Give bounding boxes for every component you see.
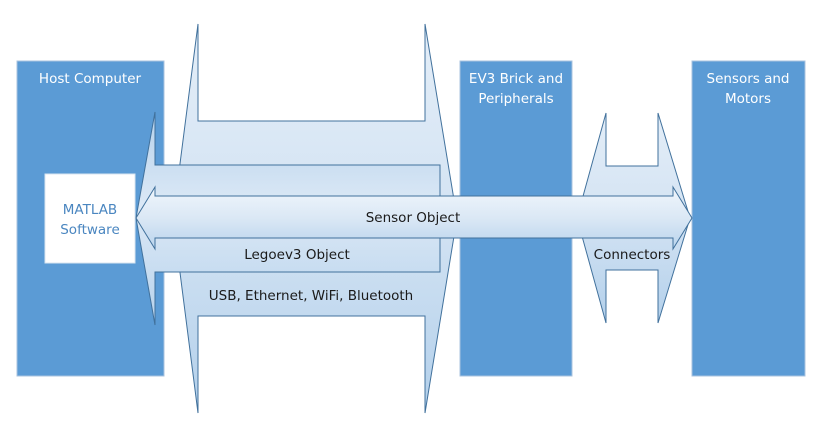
ev3-brick-label-line2: Peripherals: [478, 91, 553, 107]
ev3-brick-label-line1: EV3 Brick and: [469, 71, 563, 87]
legoev3-object-label: Legoev3 Object: [244, 247, 350, 263]
host-computer-label: Host Computer: [39, 71, 142, 87]
connectors-label: Connectors: [594, 247, 671, 263]
transport-label: USB, Ethernet, WiFi, Bluetooth: [209, 288, 413, 304]
matlab-label-line1: MATLAB: [63, 202, 117, 218]
sensor-object-arrow: [135, 185, 693, 251]
matlab-label-line2: Software: [60, 222, 120, 238]
matlab-software-box: [44, 173, 136, 264]
sensors-motors-label-line2: Motors: [725, 91, 771, 107]
sensors-motors-block: [691, 60, 806, 377]
sensors-motors-label-line1: Sensors and: [707, 71, 790, 87]
sensor-object-label: Sensor Object: [366, 210, 461, 226]
